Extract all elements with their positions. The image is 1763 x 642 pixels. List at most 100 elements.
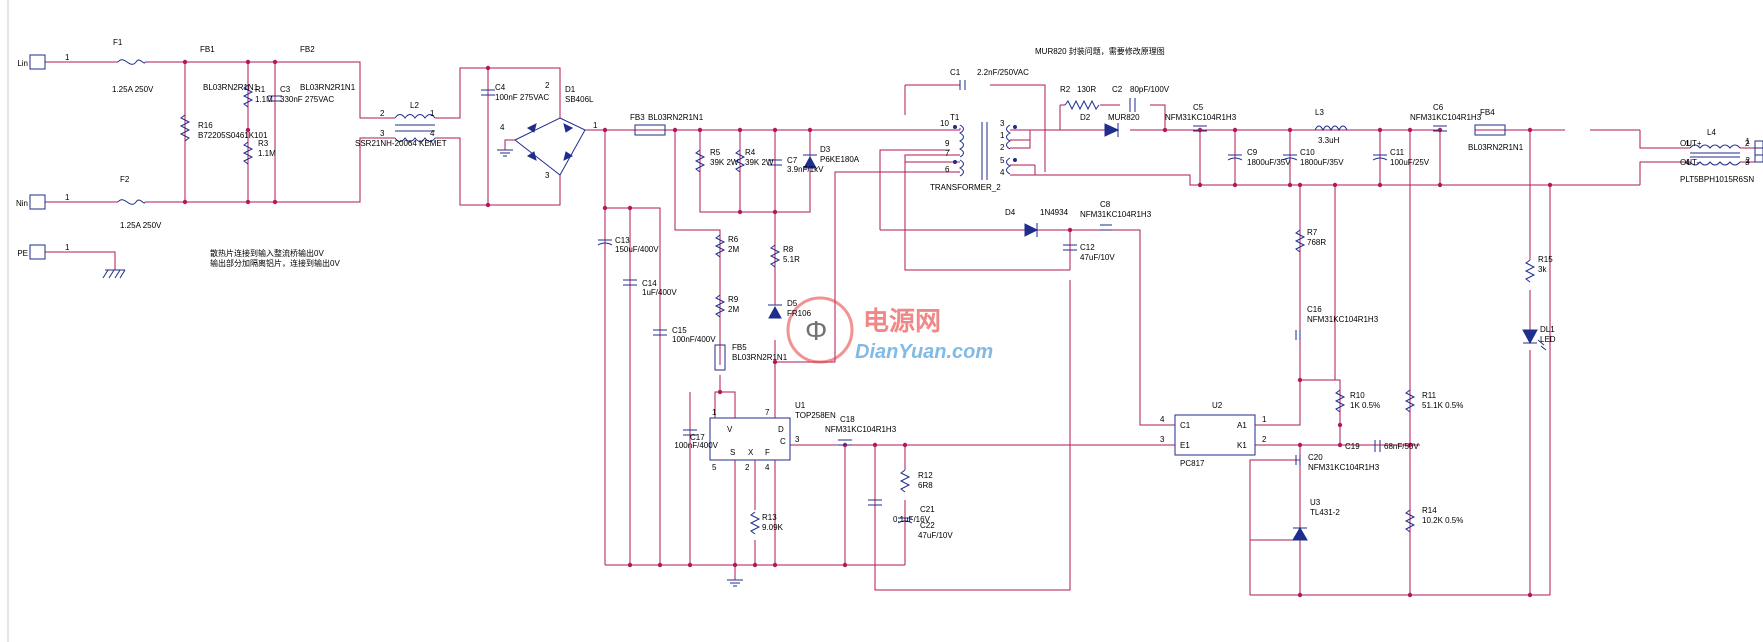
dianyuan-watermark: Φ 电源网 DianYuan.com: [786, 296, 993, 364]
transformer-t1-sec2: [1006, 157, 1012, 175]
svg-text:FR106: FR106: [787, 309, 812, 318]
svg-text:R15: R15: [1538, 255, 1553, 264]
resistor-r6: [714, 234, 726, 258]
svg-text:7: 7: [945, 149, 950, 158]
svg-text:DL1: DL1: [1540, 325, 1555, 334]
labels: Lin Nin PE OUT+ OUT- 1 1 1 2 3 1 4 2 4 1…: [16, 38, 1754, 540]
fuse-f2: [117, 199, 146, 205]
svg-text:1: 1: [1686, 139, 1691, 148]
watermark-en: DianYuan.com: [855, 341, 993, 363]
svg-text:39K 2W: 39K 2W: [710, 158, 739, 167]
note-heatsink-1: 散热片连接到输入整流桥输出0V: [210, 248, 324, 258]
ic-u1-body: [709, 417, 791, 461]
svg-text:1: 1: [1262, 415, 1267, 424]
svg-text:2M: 2M: [728, 245, 739, 254]
svg-text:2: 2: [745, 463, 750, 472]
junction-dots: [182, 59, 1553, 598]
svg-text:BL03RN2R1N1: BL03RN2R1N1: [1468, 143, 1524, 152]
svg-text:BL03RN2R1N1: BL03RN2R1N1: [300, 83, 356, 92]
svg-text:Φ: Φ: [805, 315, 827, 346]
svg-text:C20: C20: [1308, 453, 1323, 462]
svg-text:NFM31KC104R1H3: NFM31KC104R1H3: [1308, 463, 1380, 472]
svg-text:K1: K1: [1237, 441, 1247, 450]
svg-text:R10: R10: [1350, 391, 1365, 400]
svg-text:TOP258EN: TOP258EN: [795, 411, 836, 420]
svg-text:4: 4: [765, 463, 770, 472]
svg-text:SB406L: SB406L: [565, 95, 594, 104]
ferrite-fb3: [634, 124, 666, 136]
svg-text:D1: D1: [565, 85, 576, 94]
svg-text:D3: D3: [820, 145, 831, 154]
svg-text:3.3uH: 3.3uH: [1318, 136, 1340, 145]
svg-text:V: V: [727, 425, 733, 434]
varistor-r16: [179, 114, 191, 142]
svg-text:R6: R6: [728, 235, 739, 244]
resistor-r8: [769, 244, 781, 268]
capacitor-c15: [653, 329, 667, 336]
svg-text:1: 1: [1746, 137, 1751, 146]
connector-n-label: Nin: [16, 199, 28, 208]
capacitor-c20: [1295, 455, 1301, 465]
svg-text:330nF 275VAC: 330nF 275VAC: [280, 95, 334, 104]
svg-text:R9: R9: [728, 295, 739, 304]
svg-text:3.9nF/1kV: 3.9nF/1kV: [787, 165, 824, 174]
svg-text:R2: R2: [1060, 85, 1071, 94]
svg-text:C9: C9: [1247, 148, 1258, 157]
capacitor-c13: [597, 239, 613, 246]
svg-text:3: 3: [1745, 158, 1750, 167]
svg-text:2: 2: [1746, 156, 1751, 165]
svg-text:1uF/400V: 1uF/400V: [642, 288, 677, 297]
ferrite-fb5: [714, 344, 726, 371]
svg-text:5: 5: [712, 463, 717, 472]
label-f2-ref: F2: [120, 175, 130, 184]
svg-text:4: 4: [1160, 415, 1165, 424]
resistor-r12: [899, 469, 911, 493]
connector-out-neg-label: OUT-: [1680, 158, 1699, 167]
svg-text:C1: C1: [1180, 421, 1191, 430]
svg-text:R4: R4: [745, 148, 756, 157]
svg-text:3: 3: [1160, 435, 1165, 444]
svg-text:C14: C14: [642, 279, 657, 288]
svg-text:E1: E1: [1180, 441, 1190, 450]
svg-text:2M: 2M: [728, 305, 739, 314]
svg-text:R8: R8: [783, 245, 794, 254]
capacitor-c22: [897, 517, 913, 524]
svg-text:LED: LED: [1540, 335, 1556, 344]
svg-text:1N4934: 1N4934: [1040, 208, 1069, 217]
capacitor-c21: [868, 499, 882, 506]
svg-text:R13: R13: [762, 513, 777, 522]
svg-text:0.1uF/16V: 0.1uF/16V: [893, 515, 931, 524]
svg-text:D: D: [778, 425, 784, 434]
resistor-r15: [1524, 259, 1536, 283]
svg-text:C21: C21: [920, 505, 935, 514]
svg-text:C19: C19: [1345, 442, 1360, 451]
diode-d5: [768, 304, 782, 319]
resistor-r14: [1404, 509, 1416, 533]
regulator-u3: [1292, 527, 1308, 541]
resistor-r1: [242, 84, 254, 108]
svg-text:47uF/10V: 47uF/10V: [1080, 253, 1115, 262]
svg-text:R16: R16: [198, 121, 213, 130]
transformer-t1-primary: [958, 124, 964, 158]
svg-text:FB3: FB3: [630, 113, 645, 122]
svg-text:C6: C6: [1433, 103, 1444, 112]
capacitor-c11: [1372, 154, 1388, 161]
transformer-t1-sec1: [1006, 124, 1012, 150]
svg-text:C5: C5: [1193, 103, 1204, 112]
svg-text:U2: U2: [1212, 401, 1223, 410]
svg-text:R5: R5: [710, 148, 721, 157]
svg-text:5.1R: 5.1R: [783, 255, 800, 264]
svg-text:1: 1: [430, 109, 435, 118]
connector-out-pos-label: OUT+: [1680, 139, 1702, 148]
capacitor-c14: [623, 279, 637, 286]
svg-text:C10: C10: [1300, 148, 1315, 157]
svg-text:1.1M: 1.1M: [258, 149, 276, 158]
connector-l-label: Lin: [17, 59, 28, 68]
capacitor-c6: [1433, 125, 1447, 132]
svg-text:1: 1: [1000, 131, 1005, 140]
ic-u2-body: [1174, 414, 1256, 456]
svg-text:C22: C22: [920, 521, 935, 530]
svg-text:D5: D5: [787, 299, 798, 308]
svg-text:F: F: [765, 448, 770, 457]
